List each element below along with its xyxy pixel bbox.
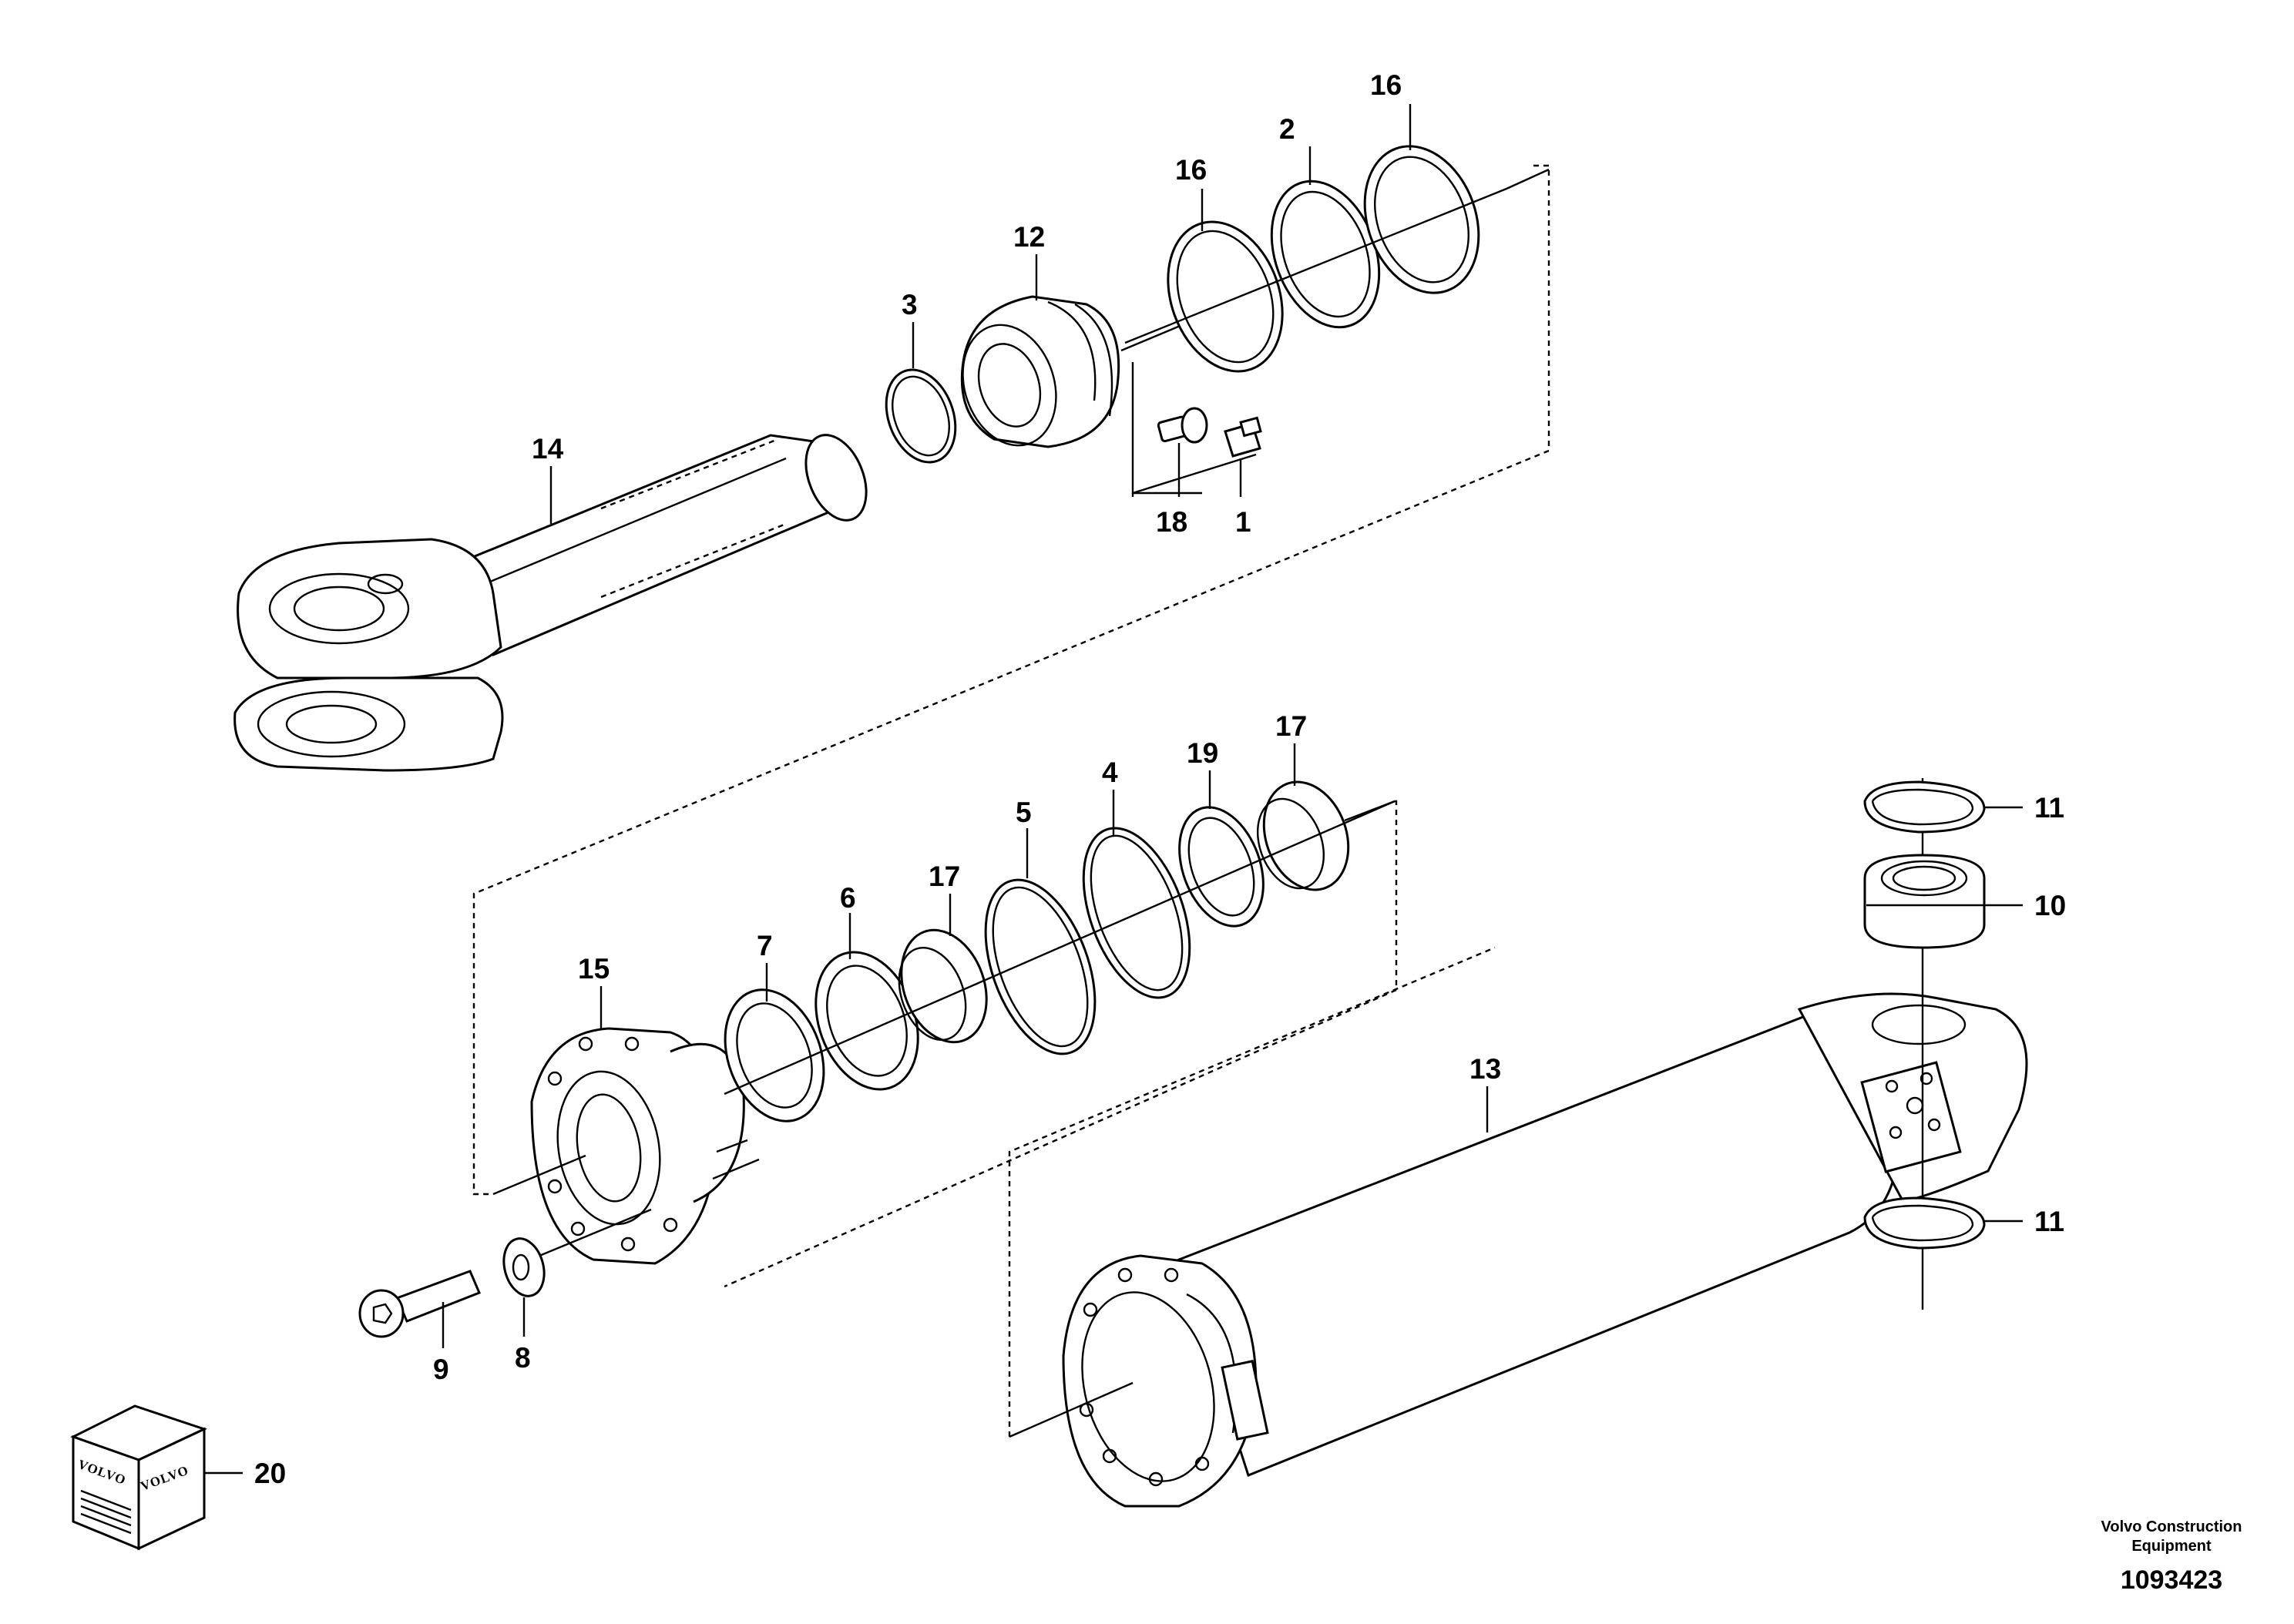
- dashed-axis-rod-bottom: [600, 522, 787, 599]
- leader-15-axis: [492, 1154, 586, 1196]
- callout-8: 8: [515, 1342, 531, 1374]
- ring-part-19: [1178, 806, 1265, 928]
- seal-part-6: [814, 951, 919, 1091]
- bushing-part-17-a: [898, 928, 988, 1044]
- bracket-18-1-top: [1132, 453, 1257, 495]
- callout-16-b: 16: [1370, 69, 1402, 101]
- callout-10: 10: [2034, 890, 2066, 921]
- callout-6: 6: [840, 882, 856, 914]
- callout-19: 19: [1187, 737, 1218, 769]
- axis-lower-seals: [724, 800, 1396, 1096]
- callout-3: 3: [902, 289, 918, 320]
- gland-axis-out-2: [712, 1158, 760, 1180]
- callout-5: 5: [1016, 797, 1032, 828]
- callout-13: 13: [1469, 1053, 1501, 1085]
- dashed-group-boundary-tube: [1008, 946, 1496, 1437]
- o-ring-part-4: [1082, 827, 1191, 999]
- bolt-part-9: [358, 1270, 481, 1338]
- snap-ring-part-11-bottom: [1863, 1196, 1986, 1250]
- callout-17-b: 17: [1275, 710, 1307, 742]
- piston-rod-part-14: [233, 434, 868, 772]
- ring-part-3: [885, 368, 957, 464]
- callout-16-a: 16: [1175, 154, 1207, 186]
- callout-11-bottom: 11: [2034, 1206, 2064, 1237]
- ring-part-7: [724, 988, 825, 1122]
- callout-20: 20: [254, 1458, 286, 1489]
- axis-through-seals: [1124, 187, 1507, 344]
- dashed-group-boundary-upper: [472, 164, 1550, 1196]
- callout-1: 1: [1235, 506, 1251, 538]
- callout-9: 9: [433, 1354, 449, 1385]
- dashed-axis-rod-top: [600, 438, 779, 510]
- washer-part-8: [502, 1237, 546, 1297]
- gland-part-15: [530, 1027, 745, 1265]
- callout-7: 7: [757, 930, 773, 961]
- cylinder-tube-part-13: [1062, 992, 2028, 1508]
- callout-17-a: 17: [929, 861, 960, 892]
- callout-14: 14: [532, 433, 564, 465]
- company-name-line-1: Volvo Construction: [2101, 1518, 2242, 1535]
- drawing-number: 1093423: [2121, 1565, 2222, 1595]
- dashed-group-boundary-lower: [724, 800, 1398, 1288]
- callout-12: 12: [1013, 221, 1045, 253]
- callout-4: 4: [1102, 757, 1118, 788]
- washer-axis: [539, 1208, 652, 1257]
- callout-2: 2: [1279, 113, 1295, 145]
- callout-18: 18: [1156, 506, 1187, 538]
- callout-11-top: 11: [2034, 792, 2064, 824]
- screw-part-18: [1157, 407, 1208, 444]
- wear-ring-part-16-b: [1363, 145, 1480, 294]
- gland-axis-out: [716, 1139, 748, 1153]
- axis-end: [1506, 168, 1550, 190]
- callout-15: 15: [578, 953, 610, 985]
- seal-kit-box-part-20: [70, 1404, 208, 1551]
- tube-axis: [1009, 1381, 1134, 1438]
- axis-lower-end: [1344, 800, 1396, 822]
- o-ring-part-5: [984, 878, 1097, 1055]
- snap-ring-part-11-top: [1863, 780, 1986, 834]
- bearing-part-10: [1863, 854, 1986, 949]
- company-name-line-2: Equipment: [2131, 1538, 2212, 1555]
- piston-part-12: [960, 295, 1120, 448]
- pin-part-1: [1224, 416, 1262, 458]
- wear-ring-part-16-a: [1167, 220, 1284, 373]
